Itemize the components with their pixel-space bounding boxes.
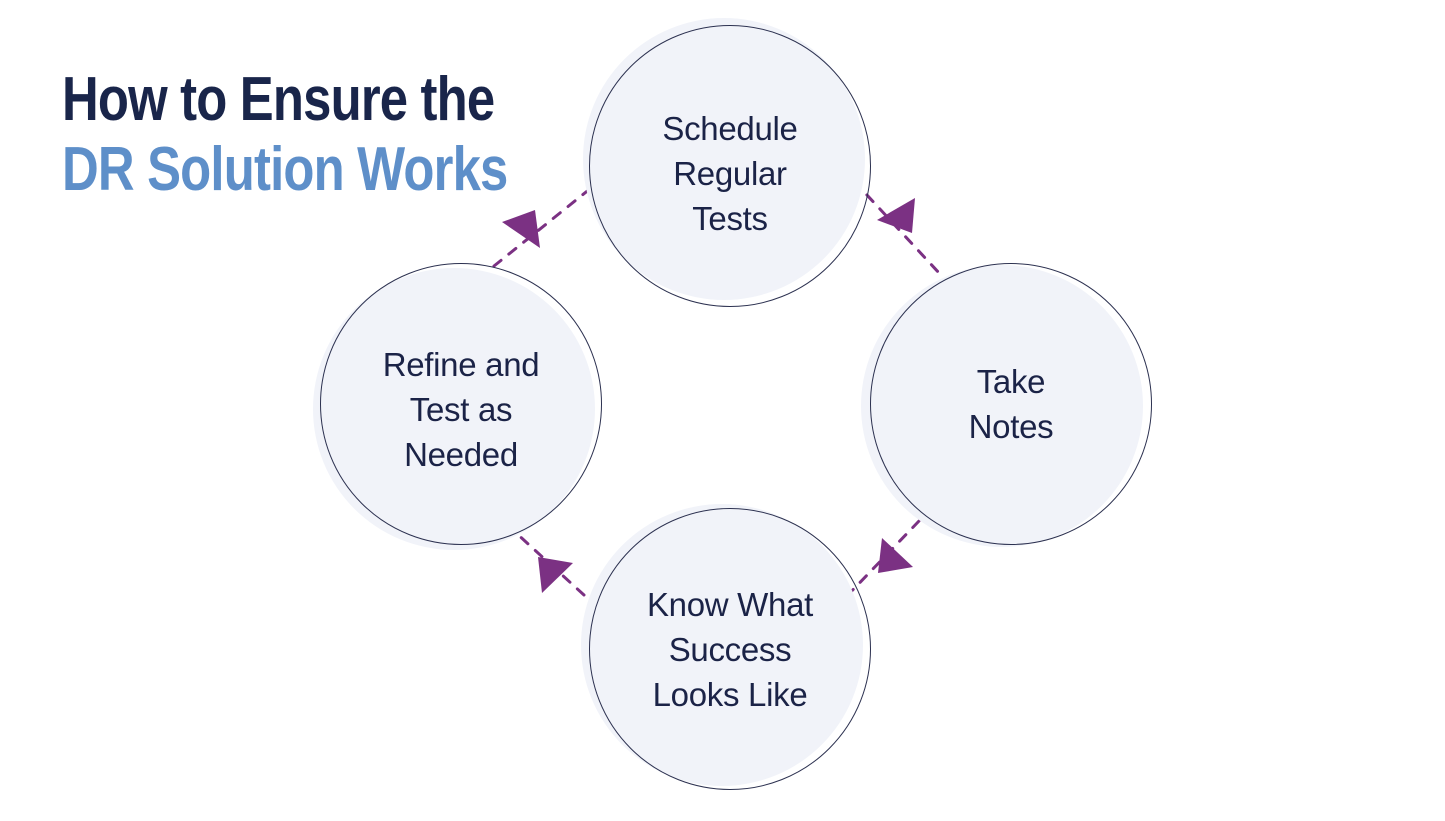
node-label: Know What Success Looks Like <box>589 508 871 790</box>
node-label-line: Looks Like <box>652 675 808 713</box>
cycle-node-know-what-success-looks-like: Know What Success Looks Like <box>581 504 871 790</box>
node-label-line: Schedule <box>662 109 798 147</box>
node-label-line: Refine and <box>382 345 540 383</box>
node-label: Schedule Regular Tests <box>589 25 871 307</box>
node-label: Take Notes <box>870 263 1152 545</box>
node-label-line: Know What <box>646 585 814 623</box>
node-label: Refine and Test as Needed <box>320 263 602 545</box>
title-line-1: How to Ensure the <box>62 65 495 135</box>
circle-outline <box>589 508 871 790</box>
connector-top-to-right <box>852 179 942 276</box>
circle-outline <box>589 25 871 307</box>
node-label-line: Success <box>668 630 792 668</box>
arrowhead-right-to-bottom-icon <box>878 538 913 573</box>
arrowhead-top-to-right-icon <box>877 198 915 233</box>
connector-right-to-bottom <box>844 519 921 599</box>
node-label-line: Needed <box>404 435 518 473</box>
node-label-line: Tests <box>692 199 768 237</box>
connector-left-to-top <box>492 178 603 268</box>
cycle-node-schedule-regular-tests: Schedule Regular Tests <box>583 18 871 307</box>
connector-bottom-to-left <box>501 519 586 597</box>
arrowhead-bottom-to-left-icon <box>538 557 573 593</box>
cycle-node-take-notes: Take Notes <box>861 263 1152 547</box>
circle-outline <box>320 263 602 545</box>
page-title: How to Ensure the DR Solution Works <box>62 65 508 205</box>
title-line-2: DR Solution Works <box>62 135 508 205</box>
node-label-line: Regular <box>673 154 787 192</box>
arrowhead-left-to-top-icon <box>502 210 540 248</box>
cycle-node-refine-and-test-as-needed: Refine and Test as Needed <box>313 263 602 550</box>
node-label-line: Notes <box>968 408 1054 445</box>
node-label-line: Test as <box>409 390 513 428</box>
circle-outline <box>870 263 1152 545</box>
node-label-line: Take <box>976 363 1046 400</box>
